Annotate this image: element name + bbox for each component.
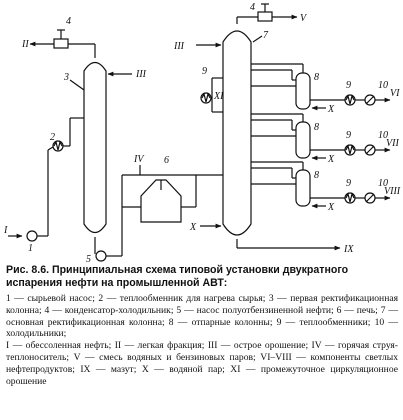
label-stream-ix: IX bbox=[343, 244, 354, 255]
label-n4-right: 4 bbox=[250, 2, 255, 13]
stripping-column-1 bbox=[295, 72, 311, 110]
label-n10-2: 10 bbox=[378, 130, 388, 141]
condenser-cooler-right bbox=[257, 11, 273, 22]
label-stream-iii-left: III bbox=[135, 69, 147, 80]
label-n8-1: 8 bbox=[314, 72, 319, 83]
label-n8-3: 8 bbox=[314, 170, 319, 181]
label-stream-x-main: X bbox=[189, 222, 197, 233]
label-n10-3: 10 bbox=[378, 178, 388, 189]
label-stream-x-1: X bbox=[327, 104, 335, 115]
condenser-cooler-left bbox=[53, 38, 69, 49]
label-n10-1: 10 bbox=[378, 80, 388, 91]
label-n6: 6 bbox=[164, 155, 169, 166]
figure-caption: Рис. 8.6. Принципиальная схема типовой у… bbox=[6, 264, 398, 387]
label-n2: 2 bbox=[50, 132, 55, 143]
feed-pump bbox=[26, 230, 38, 242]
process-flow-diagram: I II III III IV V VI VII VIII IX X X X X… bbox=[3, 2, 401, 262]
caption-legend-streams: I — обессоленная нефть; II — легкая фрак… bbox=[6, 340, 398, 387]
label-n5: 5 bbox=[86, 254, 91, 262]
label-n1: 1 bbox=[28, 243, 33, 254]
label-n9-3: 9 bbox=[346, 178, 351, 189]
label-stream-v: V bbox=[300, 13, 308, 24]
label-n9-2: 9 bbox=[346, 130, 351, 141]
label-stream-vi: VI bbox=[390, 88, 400, 99]
label-n3: 3 bbox=[63, 72, 69, 83]
label-stream-x-2: X bbox=[327, 154, 335, 165]
label-stream-x-3: X bbox=[327, 202, 335, 213]
label-stream-vii: VII bbox=[386, 138, 399, 149]
label-n7: 7 bbox=[263, 30, 269, 41]
label-stream-xi: XI bbox=[213, 91, 224, 102]
label-stream-viii: VIII bbox=[384, 186, 401, 197]
label-n9-1: 9 bbox=[346, 80, 351, 91]
caption-title: Рис. 8.6. Принципиальная схема типовой у… bbox=[6, 264, 349, 289]
label-stream-ii: II bbox=[21, 39, 29, 50]
label-stream-iii-right: III bbox=[173, 41, 185, 52]
label-n9-top: 9 bbox=[202, 66, 207, 77]
label-stream-iv: IV bbox=[133, 154, 145, 165]
stripping-column-3 bbox=[295, 169, 311, 207]
stripping-column-2 bbox=[295, 121, 311, 159]
furnace bbox=[140, 179, 182, 223]
semi-topped-crude-pump bbox=[95, 250, 107, 262]
caption-legend-equipment: 1 — сырьевой насос; 2 — теплообменник дл… bbox=[6, 293, 398, 340]
label-n8-2: 8 bbox=[314, 122, 319, 133]
label-n4-left: 4 bbox=[66, 16, 71, 27]
main-distillation-column bbox=[222, 30, 252, 236]
label-stream-i: I bbox=[3, 225, 8, 236]
first-distillation-column bbox=[83, 61, 107, 234]
